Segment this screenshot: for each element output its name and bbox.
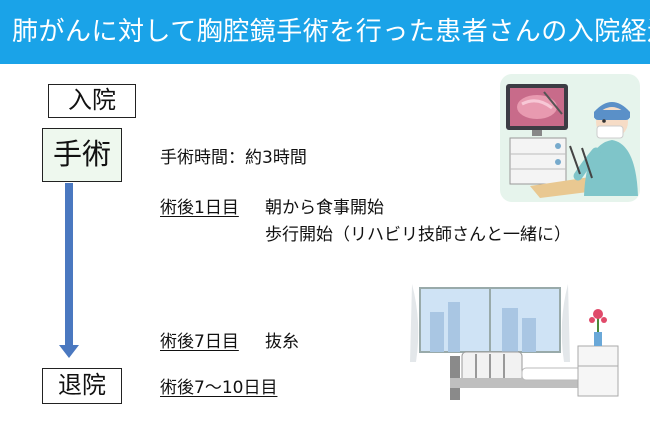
postop-day1-label: 術後1日目	[160, 198, 239, 218]
surgery-duration: 手術時間：約3時間	[160, 148, 307, 168]
hospital-room-illustration	[410, 282, 640, 404]
postop-day7-label: 術後7日目	[160, 332, 239, 352]
stage-admission: 入院	[48, 84, 136, 118]
stage-discharge: 退院	[42, 368, 122, 404]
postop-day7-10-label: 術後7〜10日目	[160, 378, 278, 398]
stage-surgery: 手術	[42, 128, 122, 182]
timeline-arrow-shaft	[65, 183, 73, 346]
timeline-arrow-head-icon	[59, 345, 79, 358]
postop-day1-meal: 朝から食事開始	[265, 198, 384, 218]
surgeon-illustration	[500, 74, 640, 202]
postop-day7-suture-removal: 抜糸	[265, 332, 299, 352]
postop-day1-walking: 歩行開始（リハビリ技師さんと一緒に）	[265, 225, 571, 245]
page-title: 肺がんに対して胸腔鏡手術を行った患者さんの入院経過	[0, 0, 650, 64]
